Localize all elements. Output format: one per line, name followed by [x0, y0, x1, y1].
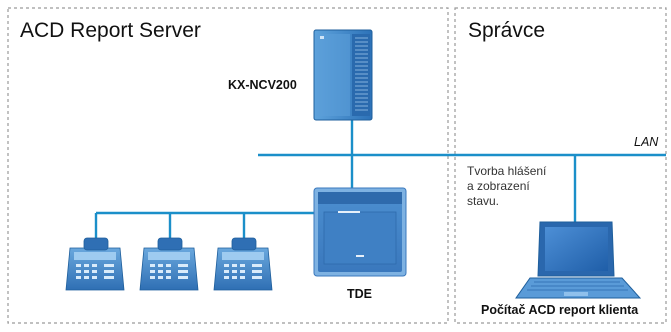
phone-1 [65, 237, 125, 291]
pc-label: Počítač ACD report klienta [481, 303, 639, 317]
pbx-device [313, 187, 407, 277]
laptop-device [515, 221, 642, 299]
pbx-label: TDE [347, 287, 372, 301]
note-line-1: Tvorba hlášení [467, 164, 547, 178]
left-zone-border [7, 7, 449, 324]
server-label: KX-NCV200 [228, 78, 297, 92]
phone-3 [213, 237, 273, 291]
left-zone-title: ACD Report Server [20, 19, 201, 42]
note-line-2: a zobrazení [467, 179, 530, 193]
network-lines [94, 120, 666, 238]
lan-label: LAN [634, 135, 659, 149]
server-device [313, 29, 373, 121]
right-zone-title: Správce [468, 19, 546, 42]
phone-2 [139, 237, 199, 291]
right-zone-border [454, 7, 667, 324]
zone-borders [7, 7, 667, 324]
note-text: Tvorba hlášení a zobrazení stavu. [467, 164, 577, 209]
note-line-3: stavu. [467, 194, 500, 208]
